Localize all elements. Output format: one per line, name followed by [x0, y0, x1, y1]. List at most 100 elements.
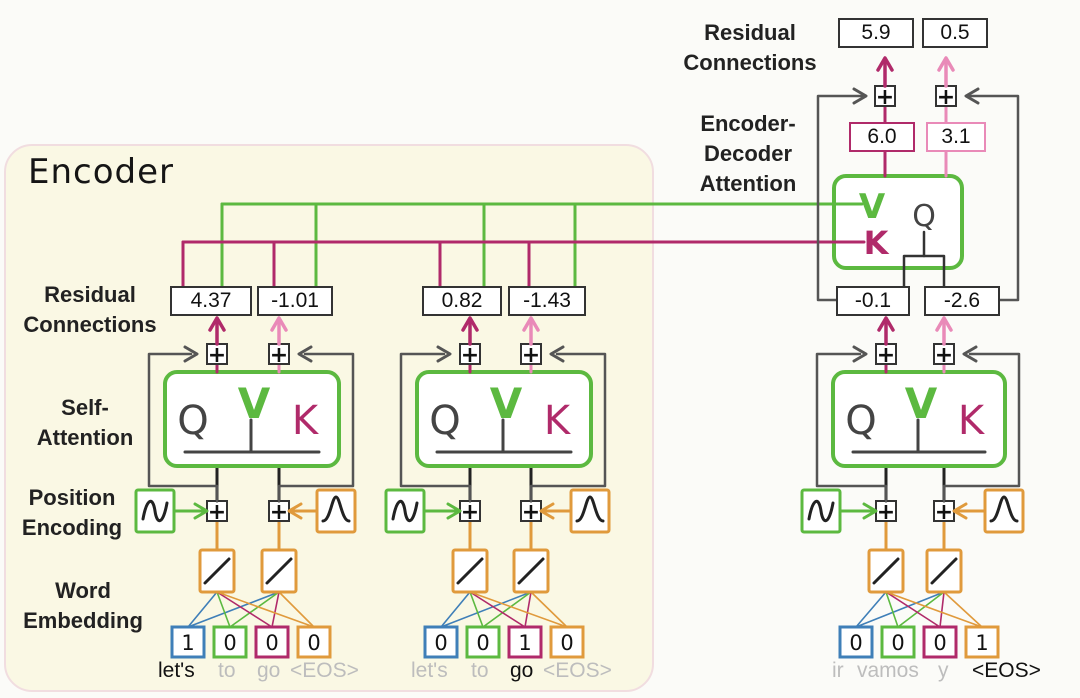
linear-activation-icon	[203, 557, 231, 585]
encoder1-output-1: 4.37	[170, 286, 252, 316]
arrow-left-icon	[952, 502, 968, 520]
value-glyph: V	[490, 379, 523, 428]
token-lets: let's	[158, 659, 195, 682]
encoder2-output-2: -1.43	[508, 286, 586, 316]
query-glyph: Q	[177, 398, 208, 444]
onehot-value: 0	[434, 631, 447, 655]
plus-icon: +	[270, 343, 288, 368]
linear-activation-icon	[930, 557, 958, 585]
encoder-residual-label: Residual Connections	[23, 282, 157, 337]
arrow-left-icon	[964, 87, 980, 105]
embedding-weight-line	[278, 591, 315, 628]
decoder-self-attention-output-2: -2.6	[924, 286, 1000, 316]
token-to: to	[471, 659, 489, 682]
token-y: y	[938, 659, 949, 682]
onehot-value: 0	[933, 631, 946, 655]
arrow-up-icon	[877, 316, 895, 332]
embedding-weight-line	[885, 591, 941, 628]
residual-loop-line	[816, 94, 864, 302]
token-ir: ir	[832, 659, 844, 682]
encoder-decoder-attention-box	[832, 174, 964, 270]
arrow-right-icon	[183, 345, 199, 363]
token-eos: <EOS>	[290, 659, 359, 682]
arrow-left-icon	[962, 345, 978, 363]
encoder-decoder-attention-label: Encoder- Decoder Attention	[699, 111, 797, 196]
embedding-weight-line	[469, 591, 484, 628]
sine-wave-icon	[391, 500, 419, 522]
embedding-weight-line	[440, 591, 532, 628]
plus-icon: +	[208, 500, 226, 525]
key-glyph: K	[958, 398, 986, 444]
onehot-input-box	[465, 625, 501, 659]
linear-activation-icon	[872, 557, 900, 585]
onehot-value: 0	[307, 631, 320, 655]
token-go: go	[257, 659, 281, 682]
decoder-residual-output-2: 0.5	[922, 18, 988, 48]
attention-value-1: 6.0	[849, 122, 915, 152]
linear-activation-icon	[265, 557, 293, 585]
self-attention-label: Self- Attention	[36, 395, 134, 450]
onehot-value: 0	[849, 631, 862, 655]
sine-wave-icon	[807, 500, 835, 522]
residual-loop-line	[815, 352, 888, 503]
arrow-up-icon	[935, 316, 953, 332]
token-to: to	[218, 659, 236, 682]
arrow-up-icon	[461, 316, 479, 332]
embedding-weight-line	[855, 591, 887, 628]
onehot-value: 1	[975, 631, 988, 655]
embedding-weight-line	[440, 591, 471, 628]
linear-activation-icon	[456, 557, 484, 585]
bell-curve-icon	[575, 495, 605, 523]
arrow-right-icon	[436, 345, 452, 363]
residual-loop-line	[147, 352, 219, 503]
arrow-up-icon	[876, 56, 894, 72]
key-glyph: K	[544, 398, 572, 444]
plus-icon: +	[461, 343, 479, 368]
embedding-weight-line	[885, 591, 899, 628]
decoder-residual-output-1: 5.9	[838, 18, 914, 48]
embedding-weight-line	[855, 591, 945, 628]
embedding-weight-line	[469, 591, 568, 628]
token-go: go	[510, 659, 534, 682]
query-glyph: Q	[429, 398, 460, 444]
plus-icon: +	[937, 85, 955, 110]
embedding-weight-line	[524, 591, 532, 628]
embedding-weight-line	[530, 591, 568, 628]
embedding-weight-line	[216, 591, 315, 628]
embedding-weight-line	[229, 591, 280, 628]
arrow-right-icon	[193, 502, 209, 520]
plus-icon: +	[270, 500, 288, 525]
query-input-line	[902, 230, 926, 288]
plus-icon: +	[877, 343, 895, 368]
token-eos: <EOS>	[972, 659, 1041, 682]
plus-icon: +	[935, 500, 953, 525]
embedding-weight-line	[187, 591, 280, 628]
key-glyph: K	[292, 398, 320, 444]
residual-loop-line	[529, 352, 607, 503]
residual-loop-line	[968, 94, 1020, 302]
onehot-value: 0	[476, 631, 489, 655]
token-eos: <EOS>	[543, 659, 612, 682]
decoder-self-attention-output-1: -0.1	[836, 286, 910, 316]
embedding-weight-line	[469, 591, 526, 628]
query-input-line	[922, 254, 946, 288]
residual-loop-line	[277, 352, 355, 503]
arrow-up-icon	[270, 316, 288, 332]
onehot-value: 1	[181, 631, 194, 655]
embedding-weight-line	[187, 591, 218, 628]
embedding-weight-line	[885, 591, 983, 628]
arrow-left-icon	[297, 345, 313, 363]
position-encoding-label: Position Encoding	[21, 485, 123, 540]
encoder1-output-2: -1.01	[257, 286, 333, 316]
plus-icon: +	[935, 343, 953, 368]
arrow-left-icon	[539, 502, 555, 520]
word-embedding-label: Word Embedding	[23, 578, 143, 633]
residual-loop-line	[399, 352, 472, 503]
token-vamos: vamos	[857, 659, 919, 682]
embedding-weight-line	[482, 591, 532, 628]
onehot-value: 0	[223, 631, 236, 655]
onehot-input-box	[549, 625, 585, 659]
arrow-up-icon	[937, 56, 955, 72]
